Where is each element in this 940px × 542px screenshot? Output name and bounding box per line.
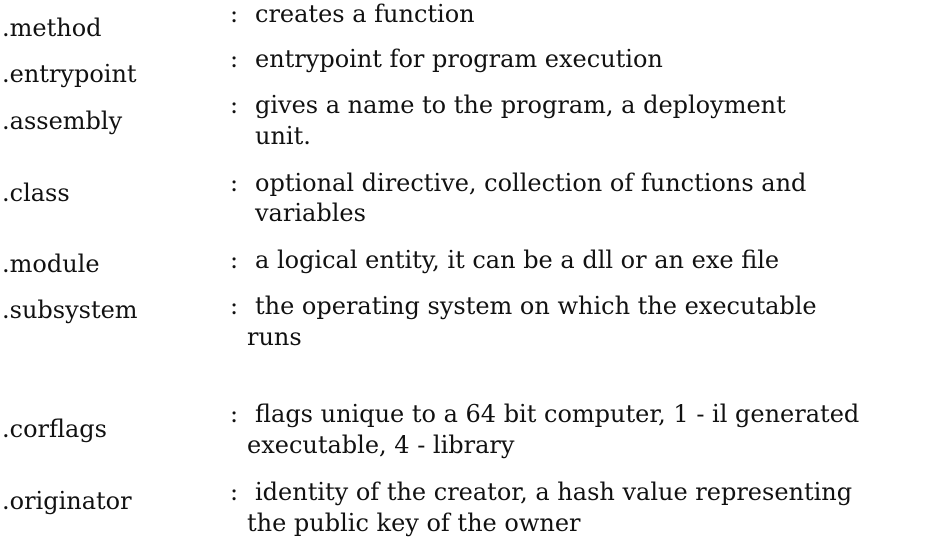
term-class: .class bbox=[2, 179, 70, 207]
definition-entrypoint: entrypoint for program execution bbox=[255, 45, 663, 73]
definition-module: a logical entity, it can be a dll or an … bbox=[255, 246, 780, 274]
term-assembly: .assembly bbox=[2, 107, 123, 135]
definition-class-line-2: variables bbox=[255, 199, 366, 227]
definition-subsystem-line-2: runs bbox=[247, 323, 302, 351]
colon-separator: : bbox=[230, 45, 239, 73]
term-originator: .originator bbox=[2, 487, 132, 515]
definition-assembly-line-1: gives a name to the program, a deploymen… bbox=[255, 91, 786, 119]
colon-separator: : bbox=[230, 169, 239, 197]
definition-corflags-line-2: executable, 4 - library bbox=[247, 431, 515, 459]
definition-subsystem-line-1: the operating system on which the execut… bbox=[255, 292, 817, 320]
definition-originator-line-1: identity of the creator, a hash value re… bbox=[255, 478, 853, 506]
definition-corflags-line-1: flags unique to a 64 bit computer, 1 - i… bbox=[255, 400, 860, 428]
term-entrypoint: .entrypoint bbox=[2, 60, 137, 88]
definition-assembly-line-2: unit. bbox=[255, 122, 311, 150]
colon-separator: : bbox=[230, 400, 239, 428]
colon-separator: : bbox=[230, 478, 239, 506]
definition-originator-line-2: the public key of the owner bbox=[247, 509, 581, 537]
colon-separator: : bbox=[230, 246, 239, 274]
term-corflags: .corflags bbox=[2, 415, 107, 443]
colon-separator: : bbox=[230, 0, 239, 28]
definition-method: creates a function bbox=[255, 0, 475, 28]
colon-separator: : bbox=[230, 292, 239, 320]
colon-separator: : bbox=[230, 91, 239, 119]
term-module: .module bbox=[2, 250, 100, 278]
term-method: .method bbox=[2, 14, 102, 42]
definition-class-line-1: optional directive, collection of functi… bbox=[255, 169, 807, 197]
term-subsystem: .subsystem bbox=[2, 296, 138, 324]
